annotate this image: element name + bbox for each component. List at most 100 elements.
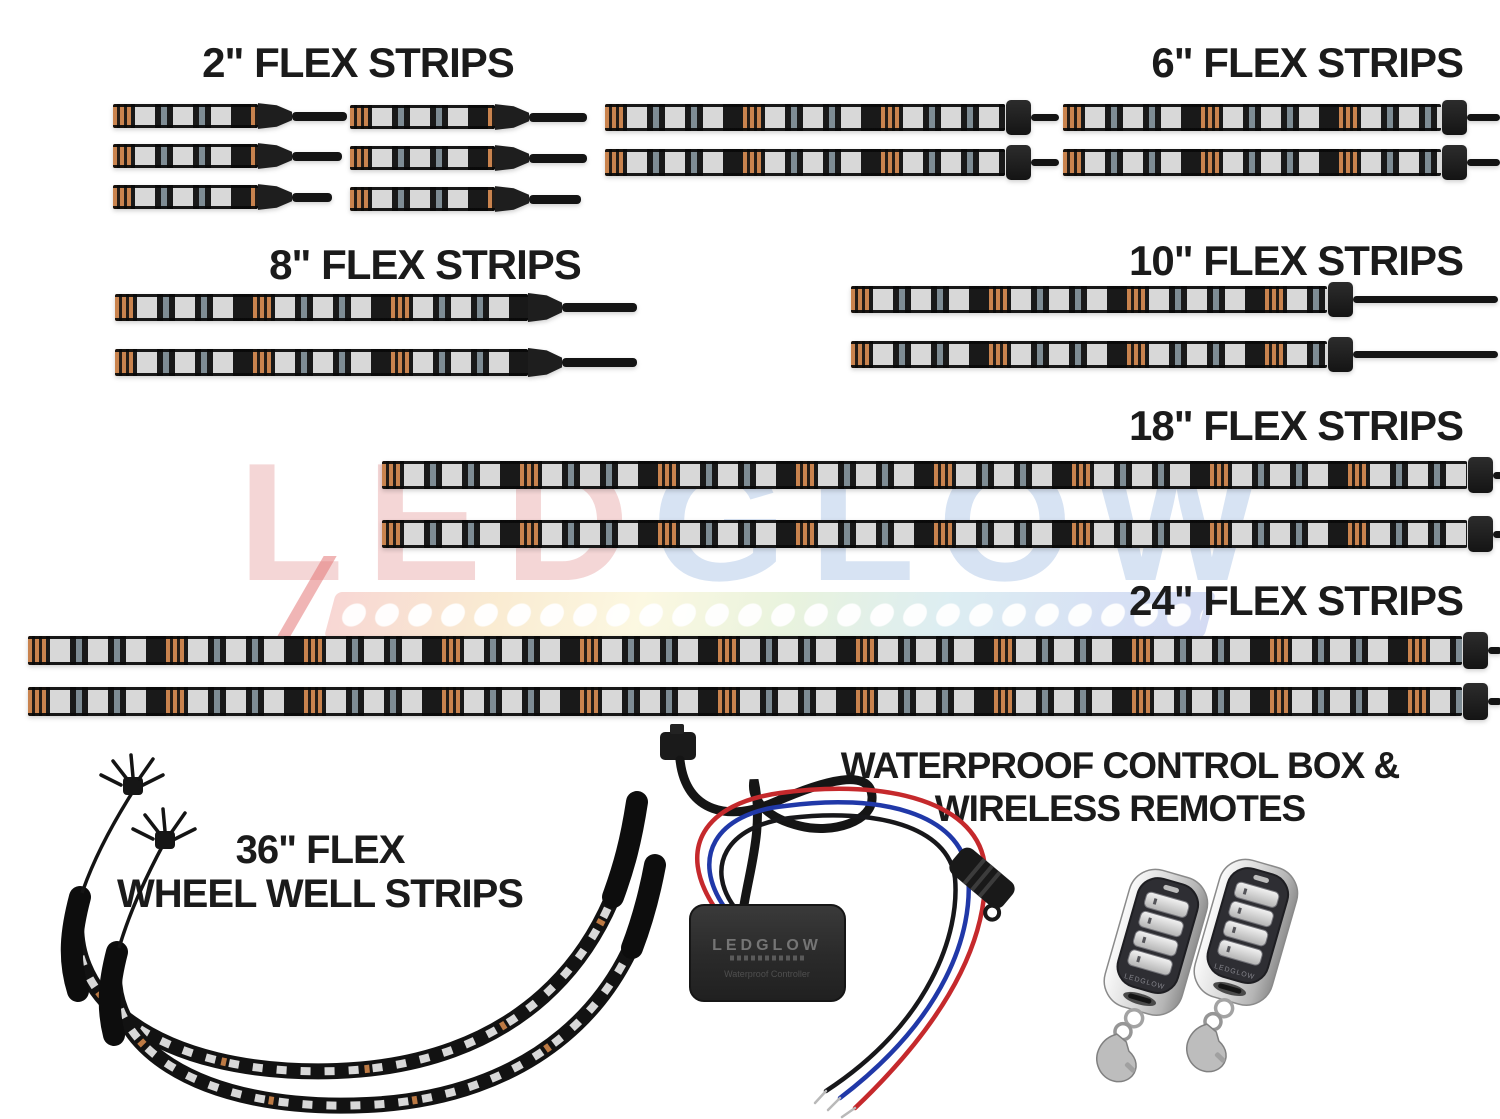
strip-pcb [115,349,528,376]
strip-connector [1328,337,1353,372]
strip-connector [1468,516,1493,552]
strip-pcb [28,687,1462,716]
wire-connector-bundle [131,807,197,849]
control-box-brand: LEDGLOW [712,937,822,954]
strip-wire [1467,159,1500,166]
clasp-trigger [1214,1052,1226,1063]
led-strip-8in [115,292,637,323]
strip-wire [292,111,347,121]
strip-pcb [28,636,1462,665]
key-ring [1123,1007,1145,1029]
led-strip-2in [350,104,587,130]
stripped-wire-tip [813,1089,828,1105]
stripped-wire-tip [840,1106,857,1119]
control-box: LEDGLOW Waterproof Controller [689,904,846,1002]
led-strip-6in [605,145,1059,180]
strip-wire [292,192,332,202]
led-strip-8in [115,347,637,378]
strip-wire [562,358,637,367]
wire-connector-bundle [99,753,165,795]
strip-plug-tip [670,724,684,734]
remote-keyhole [1128,993,1152,1004]
strip-wire [1488,647,1500,654]
remote-1: LEDGLOW [1096,868,1209,1083]
label-36in-flex-line1: 36" FLEX [235,828,406,872]
wireless-remotes: LEDGLOW LEDGLOW [1096,858,1299,1083]
strip-connector [495,104,529,130]
strip-connector [1006,145,1031,180]
led-strip-10in [851,282,1498,317]
strip-connector [1328,282,1353,317]
strip-wire [1493,530,1500,538]
control-box-assembly: LEDGLOW Waterproof Controller [660,724,1015,1119]
strip-sleeve [60,886,91,1002]
label-18in-flex-strips: 18" FLEX STRIPS [1128,402,1464,449]
strip-connector [495,186,529,212]
strip-wire [1353,296,1498,303]
strip-connector [528,347,562,378]
led-strip-2in [350,145,587,171]
fuse-holder [949,847,1015,922]
strip-pcb [382,461,1467,489]
led-strip-2in [113,103,347,129]
strip-connector [258,143,292,169]
led-strip-6in [605,100,1059,135]
strip-wire [1353,351,1498,358]
strip-sleeve [602,791,648,908]
strip-pcb [350,187,495,211]
remote-led-window [1253,874,1269,883]
strip-pcb [382,520,1467,548]
strip-wire [529,153,587,163]
strip-sleeve [621,854,666,959]
led-strip-6in [1063,145,1500,180]
strip-pcb [113,104,258,128]
stripped-wire-tip [826,1096,842,1112]
strip-connector [258,184,292,210]
strip-connector [1468,457,1493,493]
remote-keyhole [1218,983,1242,994]
label-8in-flex-strips: 8" FLEX STRIPS [269,241,582,288]
wheel-well-strips [60,753,666,1114]
key-ring [1213,997,1235,1019]
strip-connector [528,292,562,323]
remote-buttons [1217,881,1280,966]
led-strip-2in [113,143,342,169]
led-strip-18in [382,516,1500,552]
label-control-box-line2: WIRELESS REMOTES [934,788,1306,829]
label-6in-flex-strips: 6" FLEX STRIPS [1151,39,1464,86]
strip-connector [495,145,529,171]
label-24in-flex-strips: 24" FLEX STRIPS [1128,577,1464,624]
strip-pcb [113,144,258,168]
strip-pcb [851,286,1327,313]
strip-connector [1442,100,1467,135]
strip-wire [1031,159,1059,166]
strip-pcb [605,149,1005,176]
strip-connector [1006,100,1031,135]
led-strip-24in [28,682,1500,721]
remote-buttons [1127,891,1190,976]
strip-connector [1463,682,1488,721]
strip-pcb [350,105,495,129]
wheel-well-strip [98,844,666,1114]
strip-connector [258,103,292,129]
control-box-subtext: Waterproof Controller [724,969,810,979]
strip-pcb [1063,104,1441,131]
lobster-clasp [1096,1033,1137,1083]
led-strip-10in [851,337,1498,372]
wheel-well-strip [60,791,648,1080]
control-cable [675,755,877,910]
strip-wire [1488,698,1500,705]
strip-plug-connector [660,732,696,760]
strip-lead-wire [80,792,134,894]
button-glyphs [1226,888,1248,953]
strip-wire [529,112,587,122]
watermark-led-dots [332,596,1208,634]
strip-connector [1442,145,1467,180]
clasp-trigger [1124,1062,1136,1073]
strip-pcb [605,104,1005,131]
red-wire [695,786,988,1111]
remote-led-window [1163,884,1179,893]
label-2in-flex-strips: 2" FLEX STRIPS [202,39,515,86]
strip-wire [529,194,581,204]
